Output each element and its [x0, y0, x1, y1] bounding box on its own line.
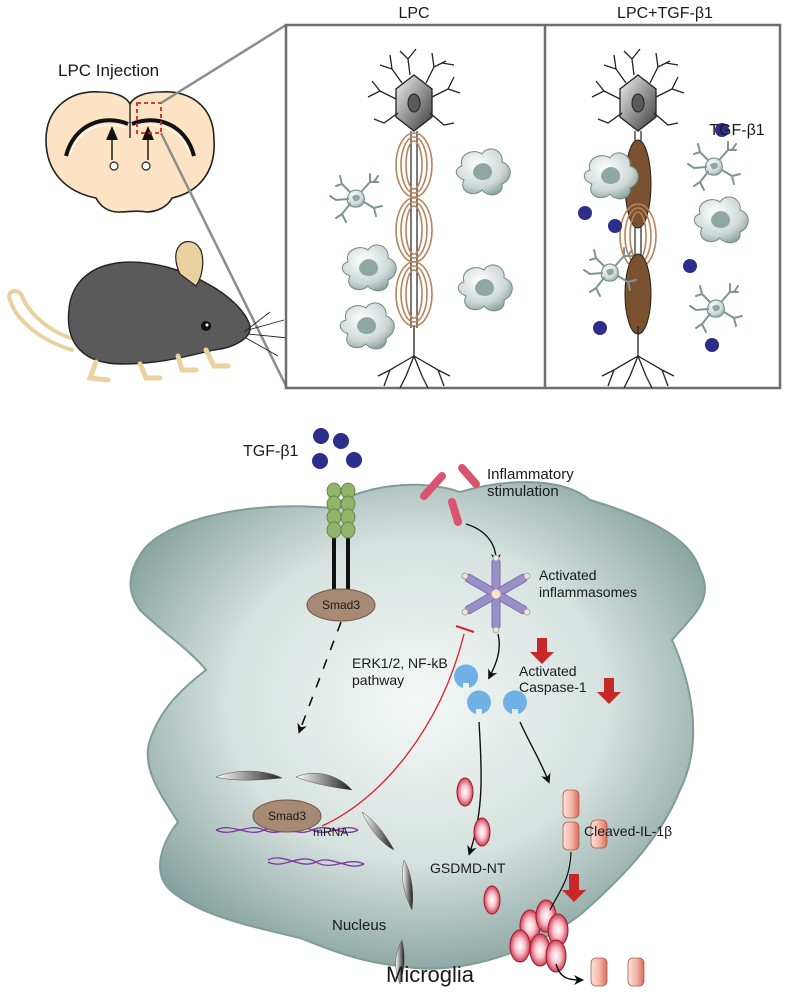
pathway-label-line1: ERK1/2, NF-kB: [352, 655, 448, 671]
panel-lpc-tgf-title: LPC+TGF-β1: [617, 5, 713, 22]
nucleus-chromatin: [215, 770, 413, 985]
mrna-label: mRNA: [313, 825, 348, 839]
lesion-box: [136, 102, 162, 134]
caspase-label-line1: Activated: [519, 663, 577, 679]
lpc-injection-label: LPC Injection: [58, 61, 159, 80]
smad3-nucleus: [252, 799, 322, 833]
mouse-icon: [7, 241, 289, 383]
caspase-icon: [454, 664, 527, 714]
inflammatory-label-line1: Inflammatory: [487, 466, 574, 483]
smad3-nucleus-label: Smad3: [268, 809, 306, 823]
tgf-ball-icon: [312, 428, 362, 469]
nucleus-label: Nucleus: [332, 917, 386, 934]
smad3-membrane: [306, 588, 376, 622]
smad3-membrane-label: Smad3: [322, 598, 360, 612]
panel-lpc-title: LPC: [398, 5, 429, 22]
neuron-lpc-tgf-icon: [591, 48, 685, 389]
il1b-label: Cleaved-IL-1β: [584, 823, 672, 839]
caspase-label-line2: Caspase-1: [519, 679, 587, 695]
microglia-cell-body: [129, 481, 706, 970]
gsdmd-label: GSDMD-NT: [430, 860, 506, 876]
brain-section-icon: [45, 91, 215, 213]
tgf-ball-icon: [578, 123, 729, 352]
tgf-legend-label: TGF-β1: [709, 122, 765, 139]
neuron-lpc-icon: [367, 48, 461, 389]
inflammatory-stimulus-icon: [420, 464, 480, 526]
pathway-label-line2: pathway: [352, 672, 404, 688]
down-arrow-icon: [530, 638, 621, 902]
il1b-icon: [562, 789, 645, 987]
inflammasome-icon: [461, 554, 531, 634]
gsdmd-pore-icon: [456, 777, 569, 973]
tgf-label: TGF-β1: [243, 443, 299, 460]
microglia-label: Microglia: [386, 962, 475, 987]
mrna-strand: [267, 857, 365, 867]
inflammasome-label-line2: inflammasomes: [539, 584, 637, 600]
inhibition-line: [321, 633, 465, 827]
receptor-icon: [326, 482, 356, 590]
inflammatory-label-line2: stimulation: [487, 483, 559, 500]
inflammasome-label-line1: Activated: [539, 567, 597, 583]
